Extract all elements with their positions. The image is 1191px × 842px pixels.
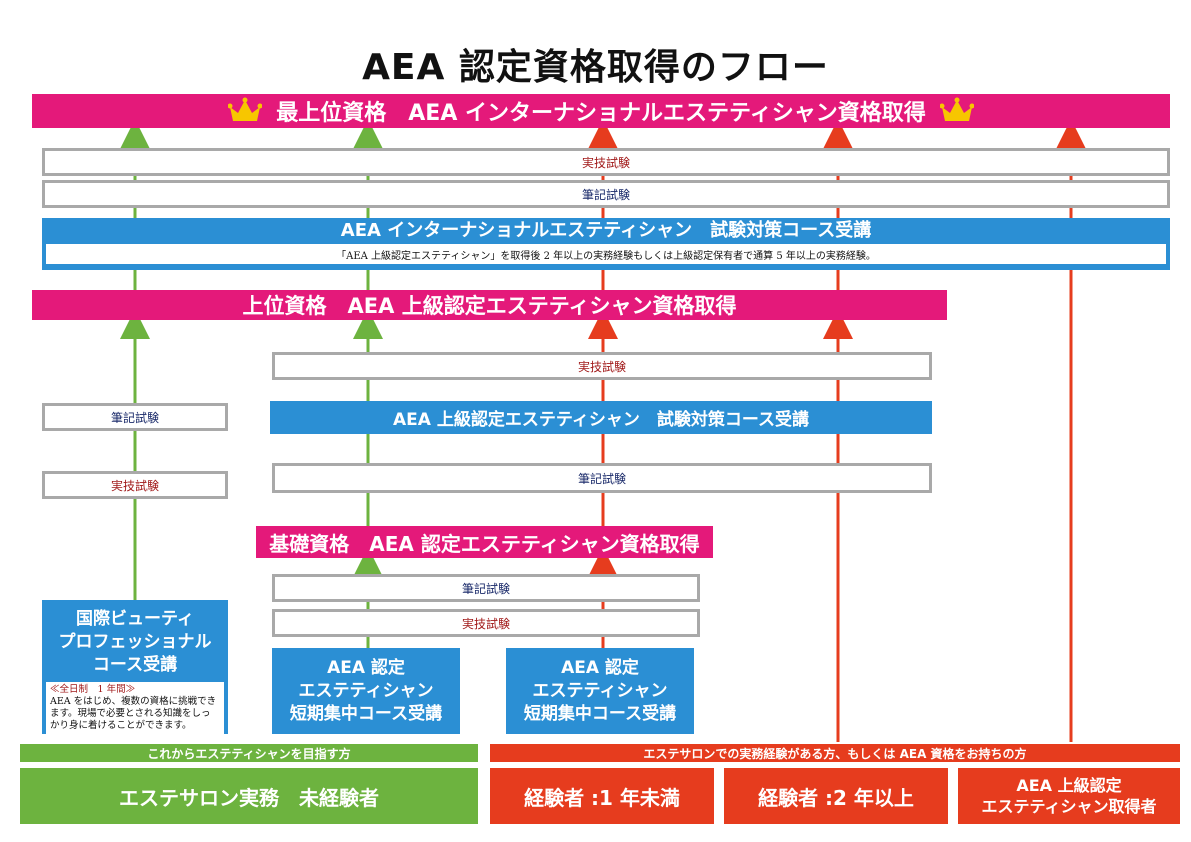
upper-written-exam: 筆記試験 (272, 463, 932, 493)
upper-practical-exam: 実技試験 (272, 352, 932, 380)
left-written-exam: 筆記試験 (42, 403, 228, 431)
exam-label: 実技試験 (110, 478, 159, 493)
course-line: AEA 認定 (561, 657, 639, 678)
course-line: エステティシャン (298, 680, 434, 701)
basic-qualification-label: 基礎資格 AEA 認定エステティシャン資格取得 (269, 531, 700, 556)
left-practical-exam: 実技試験 (42, 471, 228, 499)
exam-label: 実技試験 (577, 359, 626, 374)
intl-course-label: AEA インターナショナルエステティシャン 試験対策コース受講 (340, 220, 872, 241)
course-line: プロフェッショナル (58, 632, 212, 652)
start-aea-upper-holder: AEA 上級認定 エステティシャン取得者 (958, 768, 1180, 824)
beauty-course-note: ≪全日制 1 年間≫ AEA をはじめ、複数の資格に挑戦できます。現場で必要とさ… (46, 682, 224, 734)
start-no-experience: エステサロン実務 未経験者 (20, 768, 478, 824)
crown-icon (228, 97, 263, 121)
exam-label: 筆記試験 (577, 471, 626, 486)
top-qualification-bar: 最上位資格 AEA インターナショナルエステティシャン資格取得 (32, 94, 1170, 128)
course-line: エステティシャン (532, 680, 668, 701)
category-experienced-label: エステサロンでの実務経験がある方、もしくは AEA 資格をお持ちの方 (643, 746, 1027, 761)
start-over-2-years: 経験者 :2 年以上 (724, 768, 948, 824)
start-label: エステサロン実務 未経験者 (119, 785, 379, 810)
exam-label: 筆記試験 (581, 187, 630, 202)
beauty-professional-course: 国際ビューティ プロフェッショナル コース受講 ≪全日制 1 年間≫ AEA を… (42, 600, 228, 734)
intl-written-exam: 筆記試験 (42, 180, 1170, 208)
category-experienced: エステサロンでの実務経験がある方、もしくは AEA 資格をお持ちの方 (490, 744, 1180, 762)
short-course-box-new: AEA 認定 エステティシャン 短期集中コース受講 (272, 648, 460, 734)
start-label: AEA 上級認定 (1016, 776, 1122, 795)
exam-label: 筆記試験 (461, 581, 510, 596)
start-under-1-year: 経験者 :1 年未満 (490, 768, 714, 824)
page-title: AEA 認定資格取得のフロー (362, 47, 829, 88)
short-course-box-experienced: AEA 認定 エステティシャン 短期集中コース受講 (506, 648, 694, 734)
intl-course-box: AEA インターナショナルエステティシャン 試験対策コース受講 「AEA 上級認… (42, 218, 1170, 270)
exam-label: 実技試験 (461, 616, 510, 631)
course-line: コース受講 (92, 655, 178, 675)
start-label: エステティシャン取得者 (981, 797, 1157, 816)
upper-qualification-label: 上位資格 AEA 上級認定エステティシャン資格取得 (242, 294, 737, 318)
exam-label: 実技試験 (581, 155, 630, 170)
note-body: AEA をはじめ、複数の資格に挑戦できます。現場で必要とされる知識をしっかり身に… (50, 696, 217, 731)
intl-practical-exam: 実技試験 (42, 148, 1170, 176)
start-label: 経験者 :2 年以上 (758, 785, 914, 810)
exam-label: 筆記試験 (110, 410, 159, 425)
basic-qualification-bar: 基礎資格 AEA 認定エステティシャン資格取得 (256, 526, 713, 558)
note-heading: ≪全日制 1 年間≫ (50, 684, 136, 695)
course-line: 短期集中コース受講 (289, 703, 443, 724)
course-line: 国際ビューティ (76, 609, 194, 629)
start-label: 経験者 :1 年未満 (524, 785, 680, 810)
basic-practical-exam: 実技試験 (272, 609, 700, 637)
upper-qualification-bar: 上位資格 AEA 上級認定エステティシャン資格取得 (32, 290, 947, 320)
top-qualification-label: 最上位資格 AEA インターナショナルエステティシャン資格取得 (276, 101, 926, 126)
category-new-label: これからエステティシャンを目指す方 (147, 746, 351, 761)
category-new: これからエステティシャンを目指す方 (20, 744, 478, 762)
intl-course-note: 「AEA 上級認定エステティシャン」を取得後 2 年以上の実務経験もしくは上級認… (46, 244, 1166, 264)
basic-written-exam: 筆記試験 (272, 574, 700, 602)
upper-course-label: AEA 上級認定エステティシャン 試験対策コース受講 (393, 410, 809, 430)
course-line: 短期集中コース受講 (523, 703, 677, 724)
upper-course-bar: AEA 上級認定エステティシャン 試験対策コース受講 (270, 401, 932, 434)
course-line: AEA 認定 (327, 657, 405, 678)
crown-icon (939, 97, 974, 121)
